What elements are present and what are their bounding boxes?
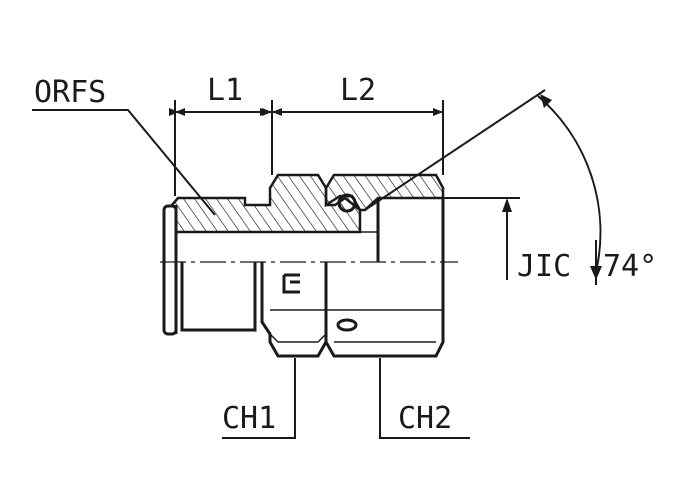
l2-label: L2 [340,73,376,108]
l1-label: L1 [207,73,243,108]
angle-label: 74° [603,249,657,284]
ch2-label: CH2 [398,401,452,436]
section-upper [170,173,445,234]
orfs-o-ring [162,204,178,336]
ch1-label: CH1 [222,401,276,436]
orfs-label: ORFS [34,75,106,110]
seal-ring-section [337,193,357,213]
jic-label: JIC [517,249,571,284]
body-outline [174,198,445,358]
dimension-lines [32,89,602,439]
